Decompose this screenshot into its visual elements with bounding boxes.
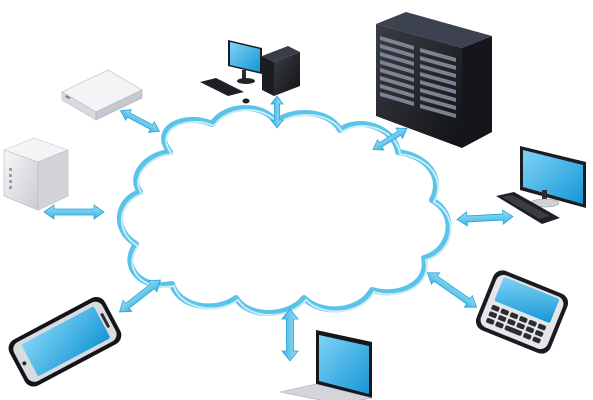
arrow-tower-server [43,204,105,220]
arrow-desktop-computer-right [456,209,514,227]
laptop-icon [279,330,373,400]
keypad [486,304,547,344]
network-appliance-icon [61,69,143,121]
server-drive-bays [380,36,456,118]
server-rack-icon [376,12,492,148]
keyboard-phone-icon [475,270,569,354]
arrow-server-rack [372,127,408,151]
cloud-icon [117,105,452,316]
desktop-computer-right-icon [496,146,586,224]
desktop-computer-top-icon [200,40,300,104]
arrow-desktop-computer-top [270,95,284,129]
arrow-keyboard-phone [426,272,478,308]
arrow-laptop [281,308,299,362]
cloud-outline [117,105,452,316]
arrow-network-appliance [119,109,161,133]
tower-server-icon [3,137,69,211]
smartphone-icon [8,296,122,387]
arrows [43,95,514,362]
arrow-smartphone-left [118,279,162,313]
